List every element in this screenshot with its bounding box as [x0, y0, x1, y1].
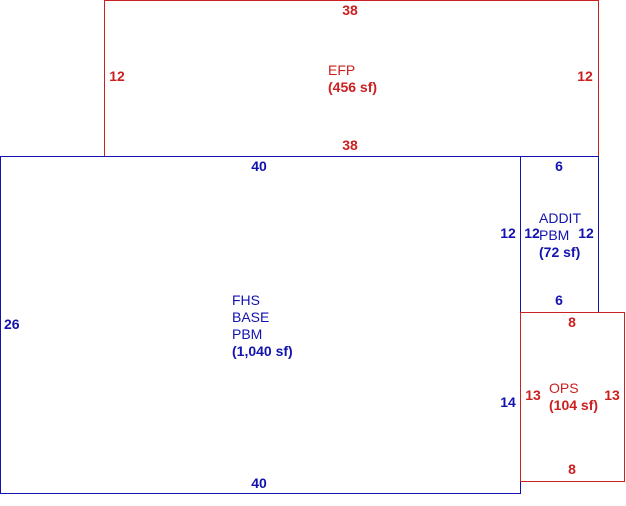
efp-label: EFP — [328, 62, 355, 78]
ops-dim-top: 8 — [568, 314, 576, 330]
fhs-dim-right-lower: 14 — [500, 394, 516, 410]
fhs-dim-bottom: 40 — [251, 475, 267, 491]
fhs-area-label: (1,040 sf) — [232, 343, 293, 359]
addit-label-line-1: ADDIT — [539, 210, 581, 226]
ops-area-label: (104 sf) — [549, 397, 598, 413]
efp-dim-bottom: 38 — [342, 137, 358, 153]
ops-label: OPS — [549, 380, 579, 396]
addit-dim-right: 12 — [578, 225, 594, 241]
addit-label-line-2: PBM — [539, 227, 569, 243]
addit-dim-left: 12 — [524, 225, 540, 241]
efp-area: 38 12 12 EFP (456 sf) 38 — [104, 0, 599, 157]
fhs-dim-left: 26 — [4, 316, 20, 332]
fhs-dim-top: 40 — [251, 158, 267, 174]
fhs-area: 40 40 26 12 14 FHS BASE PBM (1,040 sf) — [0, 156, 521, 494]
fhs-dim-right-upper: 12 — [500, 225, 516, 241]
ops-outline — [520, 312, 625, 482]
fhs-label-line-1: FHS — [232, 292, 260, 308]
addit-area: 6 12 12 ADDIT PBM (72 sf) 6 — [520, 156, 599, 313]
efp-area-label: (456 sf) — [328, 79, 377, 95]
efp-dim-right: 12 — [577, 68, 593, 84]
fhs-outline — [0, 156, 521, 494]
efp-dim-left: 12 — [109, 68, 125, 84]
efp-dim-top: 38 — [342, 2, 358, 18]
fhs-label-line-2: BASE — [232, 309, 269, 325]
ops-dim-bottom: 8 — [568, 461, 576, 477]
fhs-label-line-3: PBM — [232, 326, 262, 342]
addit-area-label: (72 sf) — [539, 244, 580, 260]
addit-dim-bottom: 6 — [555, 292, 563, 308]
ops-dim-right: 13 — [604, 387, 620, 403]
ops-area: 8 13 13 OPS (104 sf) 8 — [520, 312, 625, 482]
ops-dim-left: 13 — [525, 387, 541, 403]
addit-dim-top: 6 — [555, 158, 563, 174]
